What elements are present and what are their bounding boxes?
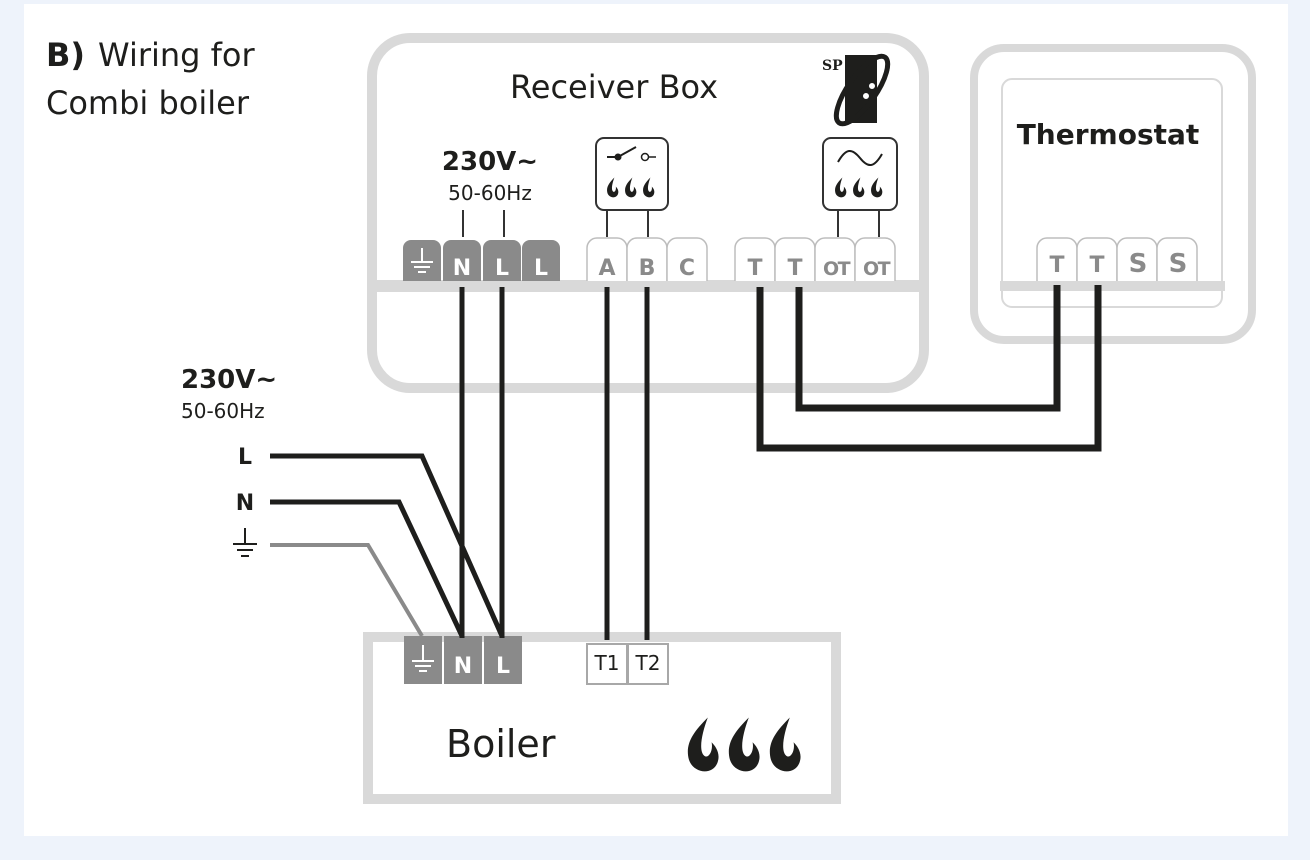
thermostat-terminals: T T S S	[1036, 237, 1198, 281]
receiver-terminal-rail	[372, 280, 924, 292]
terminal-n[interactable]	[443, 240, 481, 281]
receiver-box-label: Receiver Box	[510, 68, 718, 106]
wire-receiver-t2-thermostat-t1	[795, 285, 1061, 412]
boiler-flame-icon	[687, 717, 801, 772]
thermostat-terminal-s1[interactable]	[1116, 237, 1158, 281]
boiler-power-terminals: N L	[404, 636, 522, 684]
terminal-t2[interactable]	[774, 237, 816, 281]
boiler-label: Boiler	[446, 722, 556, 766]
earth-icon	[411, 248, 433, 273]
boiler-terminal-l-label: L	[496, 654, 510, 679]
terminal-ot1[interactable]	[814, 237, 856, 281]
mains-earth-icon	[233, 528, 257, 557]
relay-switch-icon	[595, 137, 669, 211]
thermostat-terminal-s1-label: S	[1129, 249, 1148, 279]
thermostat-terminal-t1-label: T	[1049, 253, 1064, 278]
earth-icon	[412, 645, 434, 672]
terminal-ot2[interactable]	[854, 237, 896, 281]
thermostat-outer	[970, 44, 1256, 344]
sp-logo-text: SP	[822, 58, 843, 74]
boiler-terminal-t2-label: T2	[635, 651, 661, 675]
mains-line-n: N	[236, 491, 254, 516]
thermostat-terminal-t1[interactable]	[1036, 237, 1078, 281]
receiver-relay-terminals: A B C	[586, 237, 708, 281]
wire-mains-l	[270, 453, 505, 638]
wires	[270, 285, 1102, 640]
thermostat-body	[1001, 78, 1223, 308]
terminal-c[interactable]	[666, 237, 708, 281]
boiler-terminal-t1-label: T1	[594, 651, 620, 675]
terminal-l1-label: L	[495, 256, 509, 281]
mains-frequency: 50-60Hz	[181, 399, 265, 423]
receiver-voltage: 230V~	[442, 147, 538, 177]
thermostat-terminal-t2-label: T	[1089, 253, 1104, 278]
wire-mains-earth	[270, 543, 424, 638]
title-line2: Combi boiler	[46, 84, 250, 122]
opentherm-icon	[822, 137, 898, 211]
terminal-t1[interactable]	[734, 237, 776, 281]
thermostat-terminal-t2[interactable]	[1076, 237, 1118, 281]
title-prefix: B)	[46, 36, 85, 74]
terminal-l2-label: L	[534, 256, 548, 281]
boiler-terminal-l[interactable]	[484, 636, 522, 684]
wire-receiver-t1-thermostat-t2	[756, 285, 1102, 452]
terminal-b[interactable]	[626, 237, 668, 281]
terminal-n-label: N	[453, 256, 471, 281]
boiler-terminal-t1[interactable]	[586, 643, 628, 685]
boiler-terminal-n-label: N	[454, 654, 472, 679]
boiler-terminal-n[interactable]	[444, 636, 482, 684]
terminal-a[interactable]	[586, 237, 628, 281]
thermostat-terminal-rail	[1000, 281, 1225, 291]
terminal-c-label: C	[679, 256, 695, 281]
thermostat-label: Thermostat	[1017, 118, 1200, 151]
terminal-t2-label: T	[787, 256, 802, 281]
mains-voltage: 230V~	[181, 365, 277, 395]
terminal-a-label: A	[598, 256, 615, 281]
receiver-power-terminals: N L L	[403, 240, 560, 281]
receiver-opentherm-terminals: T T OT OT	[734, 237, 896, 281]
terminal-ot2-label: OT	[863, 258, 891, 280]
thermostat-terminal-s2[interactable]	[1156, 237, 1198, 281]
boiler-control-terminals: T1 T2	[586, 643, 669, 685]
boiler-box	[363, 632, 841, 804]
title-line1: Wiring for	[98, 36, 255, 74]
terminal-ot1-label: OT	[823, 258, 851, 280]
sp-logo-icon: SP	[822, 53, 891, 127]
terminal-l2[interactable]	[522, 240, 560, 281]
terminal-b-label: B	[639, 256, 656, 281]
terminal-t1-label: T	[747, 256, 762, 281]
terminal-l1[interactable]	[483, 240, 521, 281]
boiler-terminal-t2[interactable]	[627, 643, 669, 685]
thermostat-terminal-s2-label: S	[1169, 249, 1188, 279]
mains-line-l: L	[238, 445, 252, 470]
wire-mains-n	[270, 499, 465, 638]
receiver-frequency: 50-60Hz	[448, 181, 532, 205]
